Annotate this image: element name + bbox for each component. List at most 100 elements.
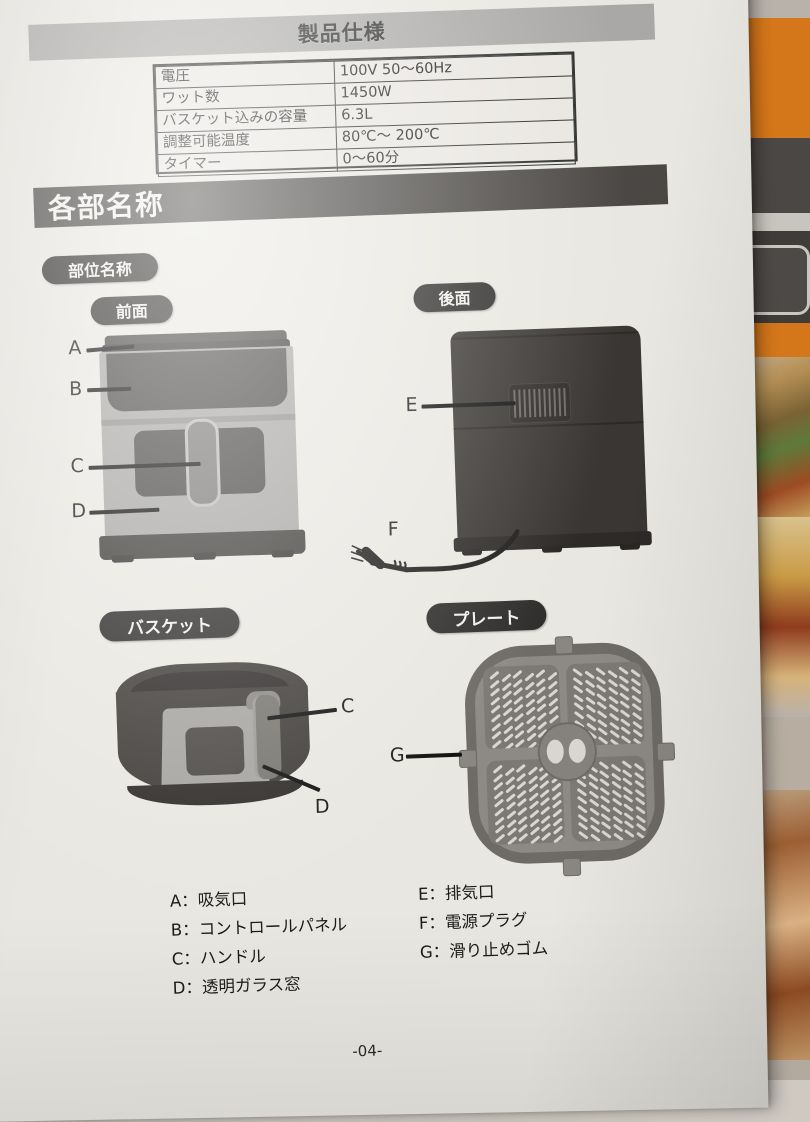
- plate-rubber-foot: [562, 857, 582, 877]
- plate-perforation: [619, 709, 631, 719]
- plate-perforation: [612, 823, 624, 833]
- plate-perforation: [634, 805, 646, 815]
- plate-perforation: [513, 712, 525, 723]
- plate-perforation: [490, 713, 502, 724]
- plate-perforation: [623, 820, 635, 830]
- plate-perforation: [576, 804, 588, 814]
- plate-perforation: [607, 686, 619, 697]
- plate-perforation: [573, 710, 585, 721]
- callout-letter-a: A: [68, 337, 82, 360]
- plate-perforation: [584, 704, 596, 715]
- plate-perforation: [607, 703, 619, 714]
- plate-perforation: [589, 833, 601, 843]
- plate-perforation: [597, 735, 609, 745]
- plate-center-hole: [546, 739, 565, 764]
- plate-perforation: [587, 781, 599, 791]
- callout-letter-g: G: [389, 744, 405, 767]
- callout-letter-e: E: [405, 393, 418, 417]
- pill-label-basket: バスケット: [98, 606, 240, 642]
- plate-perforation: [541, 831, 552, 842]
- plate-perforation: [621, 760, 633, 770]
- front-foot: [111, 555, 134, 563]
- rear-foot: [541, 546, 563, 553]
- plate-perforation: [489, 670, 500, 681]
- pill-label-back: 後面: [413, 281, 496, 313]
- plate-perforation: [512, 669, 523, 680]
- diagram-plate: [455, 632, 678, 880]
- plate-perforation: [506, 835, 518, 846]
- callout-leader-g: [405, 752, 462, 759]
- plate-perforation: [630, 703, 642, 713]
- plate-perforation: [634, 797, 646, 807]
- plate-perforation: [608, 729, 620, 739]
- manual-page-sheet: 製品仕様 電圧 100V 50～60Hz ワット数 1450W バスケット込みの…: [0, 0, 768, 1122]
- specification-table: 電圧 100V 50～60Hz ワット数 1450W バスケット込みの容量 6.…: [152, 51, 578, 177]
- plate-perforation: [577, 830, 589, 840]
- section-banner-parts: 各部名称: [33, 164, 669, 228]
- front-foot: [271, 549, 294, 558]
- plate-perforation: [572, 667, 583, 678]
- plate-perforation: [599, 803, 611, 814]
- plate-perforation: [518, 832, 529, 843]
- plate-perforation: [598, 778, 610, 788]
- front-control-panel: [106, 348, 288, 412]
- plate-rubber-foot: [554, 635, 574, 655]
- rear-power-cord: [349, 526, 520, 576]
- plate-perforation: [588, 798, 600, 808]
- plate-perforation: [589, 824, 601, 834]
- front-foot: [193, 552, 216, 561]
- diagram-basket: [111, 658, 347, 826]
- plate-perforation: [515, 763, 527, 774]
- plate-perforation: [575, 778, 587, 789]
- plate-perforation: [629, 668, 641, 679]
- power-cord-svg: [350, 529, 520, 573]
- plate-perforation: [494, 807, 505, 818]
- plate-perforation: [620, 734, 632, 745]
- plate-perforation: [621, 777, 633, 787]
- plate-perforation: [495, 833, 506, 843]
- callout-letter-f: F: [387, 518, 399, 541]
- plate-perforation: [611, 797, 623, 808]
- plate-perforation: [596, 710, 608, 720]
- rear-foot: [619, 543, 641, 551]
- callout-letter-basket-d: D: [314, 795, 330, 818]
- plate-perforation: [631, 728, 643, 739]
- legend-item: B：コントロールパネル: [170, 915, 348, 940]
- plate-perforation: [583, 670, 595, 680]
- pill-label-front: 前面: [90, 294, 174, 326]
- legend-column-right: E：排気口 F：電源プラグ G：滑り止めゴム: [418, 876, 549, 967]
- plate-perforation: [529, 835, 541, 845]
- plate-perforation: [623, 828, 635, 839]
- plate-perforation: [584, 687, 596, 697]
- page-number: -04-: [352, 1041, 383, 1061]
- plate-perforation: [618, 683, 630, 693]
- plate-perforation: [577, 821, 589, 832]
- plate-perforation: [635, 822, 646, 833]
- plate-rubber-foot: [656, 742, 676, 761]
- legend-column-left: A：吸気口 B：コントロールパネル C：ハンドル D：透明ガラス窓: [169, 881, 349, 1003]
- plate-perforation: [598, 760, 610, 771]
- legend-item: D：透明ガラス窓: [172, 974, 301, 998]
- plate-perforation: [622, 803, 634, 813]
- plate-perforation: [609, 763, 621, 773]
- pill-label-parts-name: 部位名称: [41, 252, 159, 285]
- plate-perforation: [595, 684, 607, 694]
- pill-label-plate: プレート: [425, 599, 547, 634]
- plate-perforation: [517, 806, 528, 817]
- plate-perforation: [630, 685, 642, 696]
- plate-perforation: [535, 668, 546, 679]
- plate-perforation: [540, 805, 551, 816]
- plate-perforation: [600, 821, 612, 831]
- legend-item: G：滑り止めゴム: [419, 938, 549, 962]
- plate-perforation: [536, 711, 548, 722]
- manual-page-content: 製品仕様 電圧 100V 50～60Hz ワット数 1450W バスケット込みの…: [28, 3, 678, 1061]
- section-banner-parts-title: 各部名称: [47, 188, 165, 226]
- plate-perforation: [620, 726, 632, 736]
- diagram-rear-view: [350, 325, 658, 573]
- plate-perforation: [608, 712, 620, 722]
- plate-perforation: [611, 806, 623, 816]
- plate-perforation: [492, 764, 504, 775]
- plate-perforation: [633, 779, 645, 790]
- spec-key: タイマー: [157, 149, 338, 177]
- plate-center-hole: [568, 738, 587, 764]
